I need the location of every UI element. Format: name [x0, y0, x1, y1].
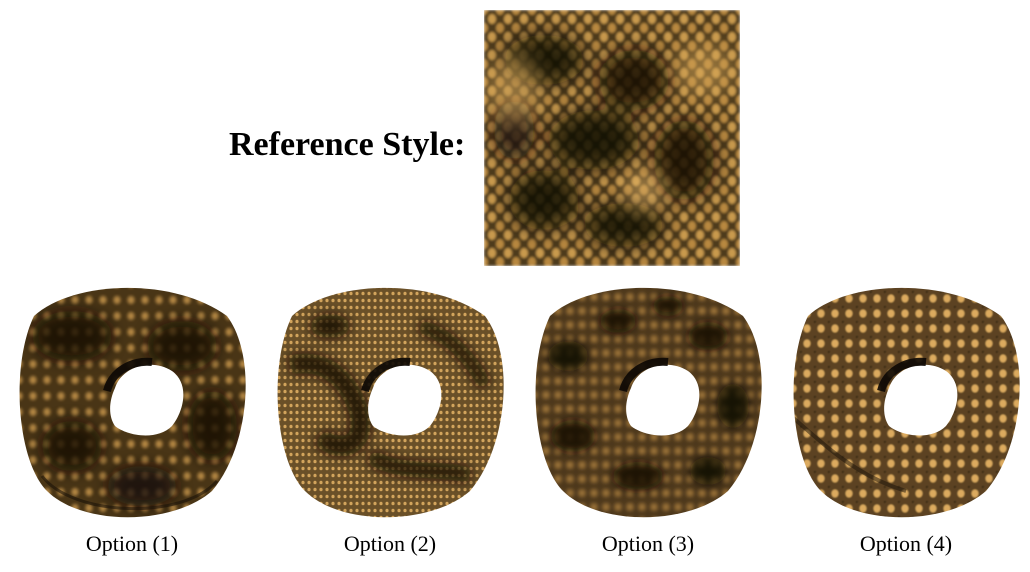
option-1-caption: Option (1): [85, 531, 179, 556]
option-2[interactable]: Option (2): [270, 276, 510, 566]
option-2-caption: Option (2): [343, 531, 437, 556]
option-3-caption: Option (3): [601, 531, 695, 556]
option-4-caption: Option (4): [859, 531, 953, 556]
option-1[interactable]: Option (1): [12, 276, 252, 566]
reference-texture-swatch: [484, 10, 740, 266]
torus-render-option-4: [793, 287, 1020, 518]
option-3[interactable]: Option (3): [528, 276, 768, 566]
option-4[interactable]: Option (4): [786, 276, 1026, 566]
torus-render-option-1: [19, 287, 246, 518]
torus-render-option-3: [535, 287, 762, 518]
torus-render-option-2: [277, 287, 504, 518]
reference-style-label: Reference Style:: [229, 126, 466, 163]
